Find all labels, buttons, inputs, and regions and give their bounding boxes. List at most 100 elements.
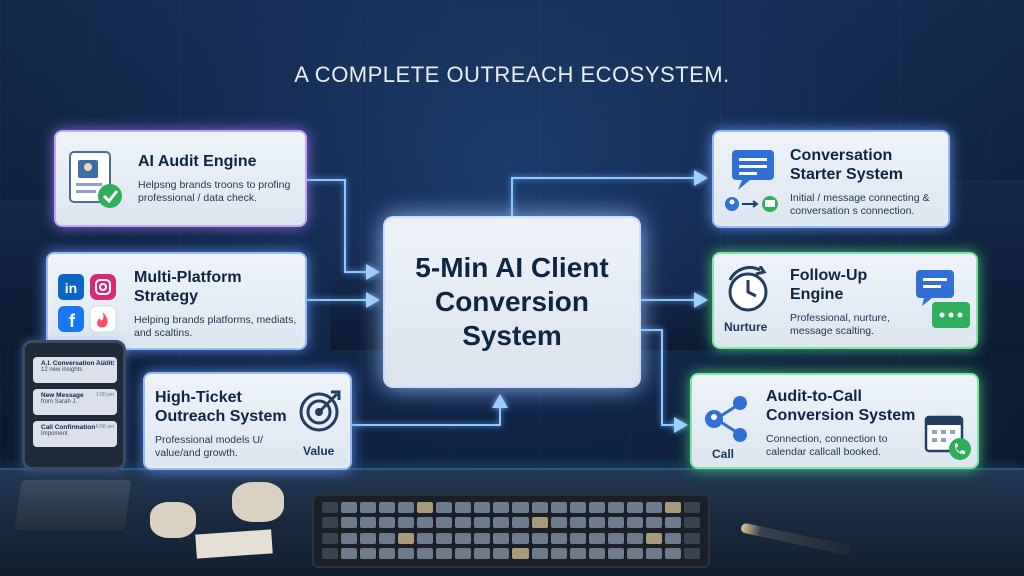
keyboard-key: [512, 517, 529, 529]
page-title: A COMPLETE OUTREACH ECOSYSTEM.: [294, 62, 730, 87]
smartphone: A.I. Conversation Audit: 12 new insights…: [22, 340, 126, 470]
keyboard-key: [626, 517, 643, 529]
keyboard-key: [322, 502, 339, 513]
card-ai-audit-engine[interactable]: AI Audit Engine Helpsng brands troons to…: [54, 130, 307, 227]
instagram-icon: [90, 274, 116, 300]
keyboard-key: [664, 532, 681, 544]
keyboard-key: [493, 517, 510, 529]
notification-text: from Sarah J.: [41, 399, 78, 405]
clock-icon: [728, 266, 768, 312]
card-high-ticket-outreach[interactable]: High-Ticket Outreach System Professional…: [143, 372, 352, 470]
arrow-audit-to-center: [307, 179, 380, 280]
keyboard-key: [493, 502, 510, 513]
keyboard-key: [626, 547, 643, 559]
profile-check-icon: [69, 151, 122, 208]
crumpled-paper: [232, 482, 284, 522]
card-audit-to-call[interactable]: Call Audit-to-Call Conversion System Con…: [690, 373, 979, 469]
social-icons-group: in f: [58, 274, 117, 333]
keyboard-key: [436, 502, 453, 513]
facebook-icon: f: [58, 306, 84, 332]
keyboard-key: [436, 532, 453, 544]
keyboard-key: [683, 517, 700, 529]
notification-text: Impoment: [41, 431, 68, 437]
card-title: High-Ticket Outreach System: [155, 389, 287, 425]
keyboard-key: [398, 532, 415, 544]
keyboard-key: [664, 547, 681, 559]
keyboard-key: [588, 517, 605, 529]
card-follow-up-engine[interactable]: Nurture Follow-Up Engine Professional, n…: [712, 252, 978, 349]
keyboard-key: [474, 517, 491, 529]
notification-title: New Message: [41, 392, 84, 399]
keyboard-key: [569, 532, 586, 544]
chat-bubble-icon: [725, 150, 778, 212]
card-description: Helpsng brands troons to profing profess…: [138, 179, 291, 204]
target-icon: [299, 390, 341, 432]
keyboard-key: [607, 532, 624, 544]
keyboard-key: [322, 517, 339, 529]
card-multi-platform-strategy[interactable]: in f Multi-Platform Strategy Helping bra…: [46, 252, 307, 350]
keyboard-key: [607, 547, 624, 559]
keyboard-key: [588, 547, 605, 559]
keyboard-key: [455, 517, 472, 529]
keyboard-key: [474, 547, 491, 559]
card-description: Professional models U/ value/and growth.: [155, 434, 263, 459]
keyboard-key: [417, 517, 434, 529]
keyboard-key: [379, 547, 396, 559]
keyboard-key: [341, 547, 358, 559]
keyboard-key: [417, 502, 434, 513]
keyboard-key: [531, 517, 548, 529]
notification-item[interactable]: Call Confirmation Impoment 6:58 am: [33, 421, 117, 447]
keyboard-key: [550, 517, 567, 529]
keyboard-key: [322, 532, 339, 544]
keyboard-key: [398, 547, 415, 559]
keyboard-key: [341, 502, 358, 513]
notification-time: 6:58 am: [95, 424, 114, 430]
keyboard-key: [360, 547, 377, 559]
keyboard-key: [398, 502, 415, 513]
card-conversation-starter[interactable]: Conversation Starter System Initial / me…: [712, 130, 950, 228]
keyboard-key: [341, 532, 358, 544]
card-description: Connection, connection to calendar callc…: [766, 433, 888, 458]
card-title: AI Audit Engine: [138, 153, 257, 170]
card-title: Conversation Starter System: [790, 147, 903, 183]
svg-text:f: f: [69, 311, 76, 331]
keyboard: [312, 494, 710, 568]
notification-item[interactable]: New Message from Sarah J. 1:00 pm: [33, 389, 117, 415]
calendar-phone-icon: [924, 415, 971, 460]
keyboard-key: [664, 502, 681, 513]
center-label: 5-Min AI Client Conversion System: [415, 252, 609, 351]
keyboard-key: [588, 532, 605, 544]
keyboard-key: [436, 547, 453, 559]
chat-bubbles-icon: [916, 270, 970, 328]
keyboard-key: [626, 502, 643, 513]
keyboard-key: [569, 547, 586, 559]
share-nodes-icon: [705, 396, 747, 442]
keyboard-key: [569, 502, 586, 513]
keyboard-key: [550, 532, 567, 544]
keyboard-key: [607, 502, 624, 513]
keyboard-key: [683, 502, 700, 513]
keyboard-key: [512, 547, 529, 559]
card-tag: Value: [303, 444, 335, 458]
phone-stand: [14, 480, 132, 530]
keyboard-key: [645, 547, 662, 559]
keyboard-key: [417, 532, 434, 544]
keyboard-key: [322, 547, 339, 559]
keyboard-key: [417, 547, 434, 559]
keyboard-key: [569, 517, 586, 529]
tinder-icon: [89, 305, 117, 333]
keyboard-key: [550, 502, 567, 513]
notification-title: Call Confirmation: [41, 424, 96, 431]
keyboard-key: [360, 532, 377, 544]
notification-item[interactable]: A.I. Conversation Audit: 12 new insights…: [33, 357, 117, 383]
arrow-highticket-to-center: [352, 394, 508, 426]
keyboard-key: [512, 532, 529, 544]
svg-text:in: in: [65, 280, 77, 296]
notification-time: 1:00 pm: [95, 392, 114, 398]
keyboard-key: [455, 502, 472, 513]
notification-title: A.I. Conversation Audit:: [41, 360, 115, 367]
keyboard-key: [360, 502, 377, 513]
center-node[interactable]: 5-Min AI Client Conversion System: [383, 216, 641, 388]
keyboard-key: [379, 517, 396, 529]
